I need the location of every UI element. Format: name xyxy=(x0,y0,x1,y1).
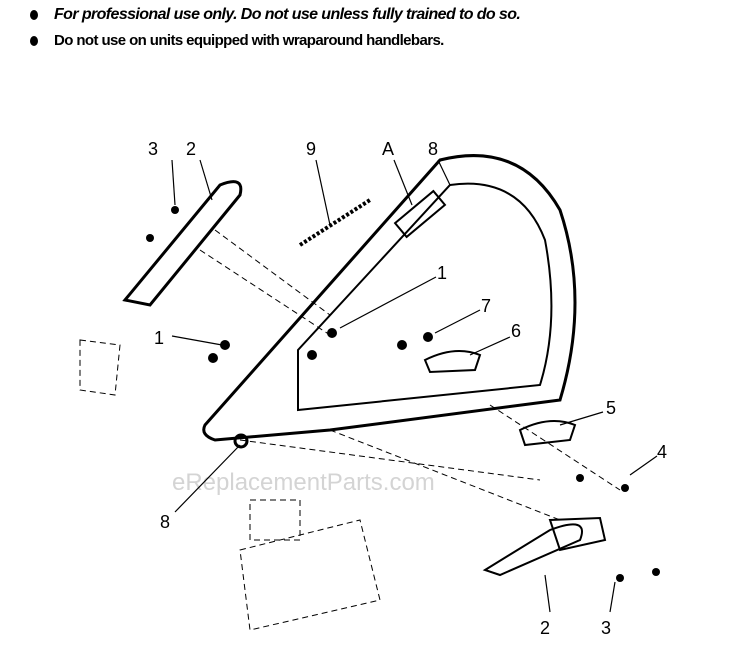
callout-3: 3 xyxy=(601,618,611,638)
callout-8: 8 xyxy=(428,139,438,159)
callout-6: 6 xyxy=(511,321,521,341)
callout-4: 4 xyxy=(657,442,667,462)
callout-5: 5 xyxy=(606,398,616,418)
hardware-fasteners xyxy=(146,206,660,582)
note-text: For professional use only. Do not use un… xyxy=(54,6,521,23)
callout-8: 8 xyxy=(160,512,170,532)
chain-guard xyxy=(202,154,577,442)
note-text: Do not use on units equipped with wrapar… xyxy=(54,32,444,49)
callout-3: 3 xyxy=(148,139,158,159)
watermark: eReplacementParts.com xyxy=(172,469,435,496)
callout-1: 1 xyxy=(437,263,447,283)
callout-7: 7 xyxy=(481,296,491,316)
callout-9: 9 xyxy=(306,139,316,159)
callout-1: 1 xyxy=(154,328,164,348)
assembly-lines xyxy=(79,229,621,631)
mounting-brackets xyxy=(122,180,607,577)
bullet-icon xyxy=(30,36,38,47)
warning-note-professional: For professional use only. Do not use un… xyxy=(30,6,521,24)
chain-part-9 xyxy=(298,198,372,247)
leader-lines xyxy=(171,159,658,613)
warning-note-handlebars: Do not use on units equipped with wrapar… xyxy=(30,32,444,49)
bullet-icon xyxy=(30,9,38,20)
callout-2: 2 xyxy=(540,618,550,638)
callout-2: 2 xyxy=(186,139,196,159)
callout-a: A xyxy=(382,139,394,159)
